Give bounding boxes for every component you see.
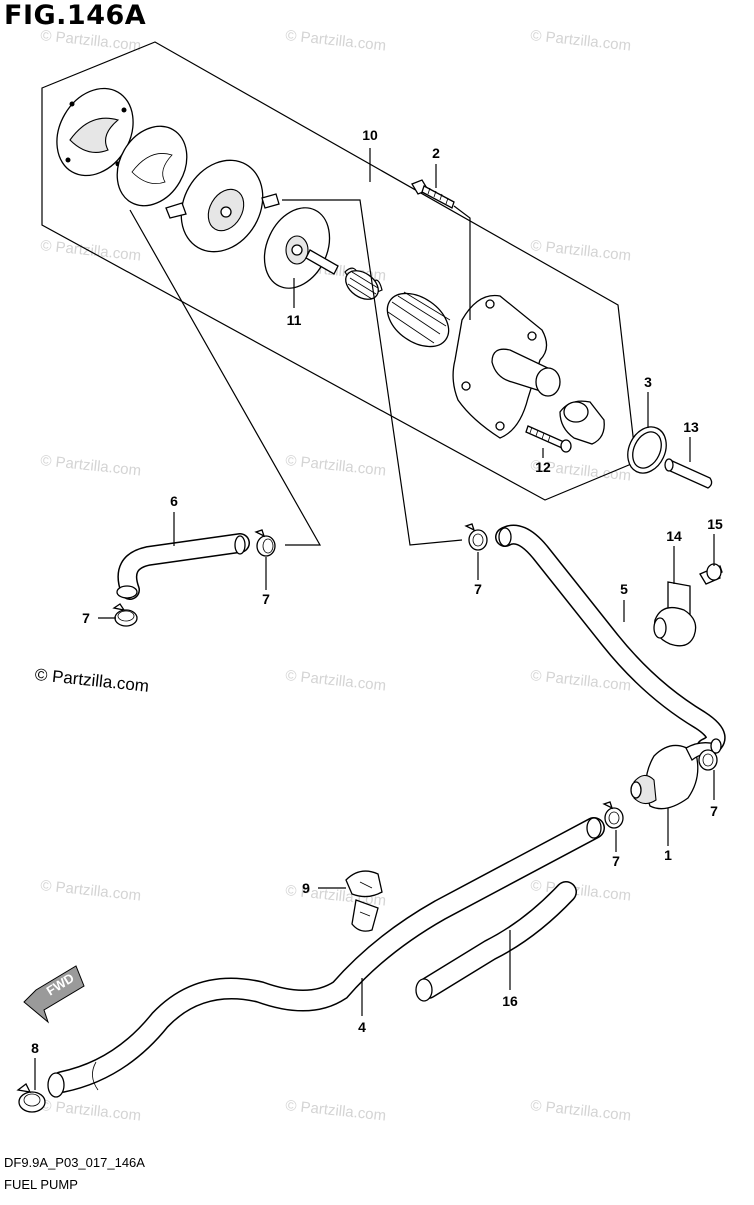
callout-7: 7 (710, 803, 718, 819)
watermark: © Partzilla.com (530, 27, 632, 54)
clamp-8 (16, 1083, 46, 1113)
fwd-arrow: FWD (23, 965, 85, 1024)
figure-code: DF9.9A_P03_017_146A (4, 1155, 145, 1170)
pump-gasket (116, 125, 188, 207)
pump-cover (56, 87, 134, 177)
callout-4: 4 (358, 1019, 366, 1035)
callout-layer: 10 2 11 3 13 12 6 7 7 7 14 15 5 7 7 1 9 … (31, 127, 723, 1056)
clamp-7b (254, 529, 276, 557)
watermark: © Partzilla.com (285, 1097, 387, 1124)
watermark: © Partzilla.com (40, 1097, 142, 1124)
callout-8: 8 (31, 1040, 39, 1056)
pump-diaphragm (263, 207, 339, 289)
watermark: © Partzilla.com (40, 27, 142, 54)
callout-14: 14 (666, 528, 682, 544)
watermark: © Partzilla.com (40, 452, 142, 479)
callout-10: 10 (362, 127, 378, 143)
hose-5 (495, 524, 726, 758)
callout-13: 13 (683, 419, 699, 435)
bracket-14 (653, 581, 697, 647)
hose-4 (47, 817, 605, 1098)
watermark: © Partzilla.com (530, 237, 632, 264)
small-spring (344, 267, 383, 300)
callout-16: 16 (502, 993, 518, 1009)
watermark: © Partzilla.com (530, 667, 632, 694)
construction-lines (129, 199, 463, 546)
hose-16 (415, 881, 577, 1002)
watermark: © Partzilla.com (285, 667, 387, 694)
pump-body (165, 159, 280, 253)
callout-1: 1 (664, 847, 672, 863)
o-ring-3 (627, 426, 667, 474)
leader-lines-bottom (34, 512, 715, 1090)
callout-7: 7 (262, 591, 270, 607)
callout-9: 9 (302, 880, 310, 896)
callout-15: 15 (707, 516, 723, 532)
watermark: © Partzilla.com (285, 452, 387, 479)
callout-7: 7 (82, 610, 90, 626)
watermark: © Partzilla.com (40, 877, 142, 904)
bolt-2 (411, 179, 455, 209)
bolt-15 (699, 563, 723, 585)
callout-2: 2 (432, 145, 440, 161)
callout-3: 3 (644, 374, 652, 390)
clamp-7a (112, 603, 138, 627)
watermark: © Partzilla.com (40, 237, 142, 264)
leader-lines-top (293, 148, 691, 462)
watermark: © Partzilla.com (530, 1097, 632, 1124)
callout-7: 7 (612, 853, 620, 869)
clamp-7c (464, 523, 488, 551)
fuel-filter-1 (630, 738, 722, 810)
screw-12 (525, 425, 572, 453)
pin-13 (664, 458, 713, 489)
figure-title: FIG.146A (4, 0, 147, 31)
large-spring (386, 291, 451, 348)
clip-9 (345, 870, 383, 932)
callout-12: 12 (535, 459, 551, 475)
hose-6 (116, 533, 250, 600)
callout-11: 11 (287, 312, 302, 328)
pump-housing (452, 294, 605, 445)
watermark: © Partzilla.com (285, 27, 387, 54)
clamp-7d (698, 749, 718, 771)
clamp-7e (602, 801, 624, 829)
callout-6: 6 (170, 493, 178, 509)
pump-assembly-parts (56, 87, 605, 453)
callout-7: 7 (474, 581, 482, 597)
callout-5: 5 (620, 581, 628, 597)
figure-name: FUEL PUMP (4, 1177, 78, 1192)
